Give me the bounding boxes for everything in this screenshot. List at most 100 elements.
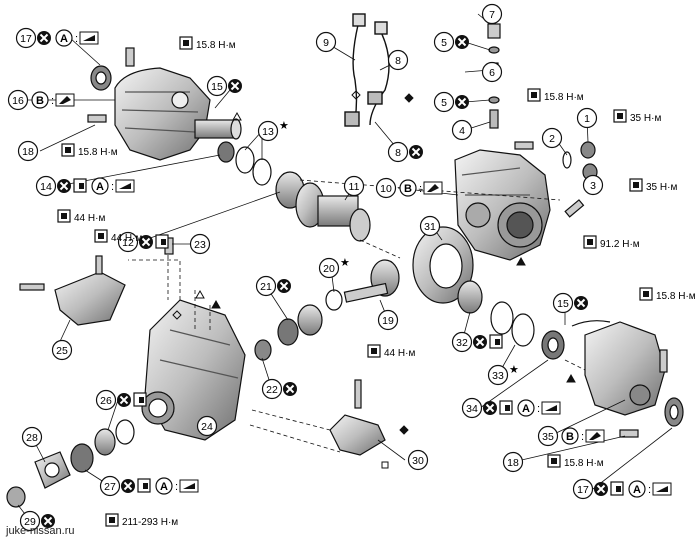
callout-number: 18 xyxy=(507,457,519,469)
svg-text:A: A xyxy=(522,403,530,415)
callout-number: 31 xyxy=(424,221,436,233)
gasket-2 xyxy=(562,151,572,169)
ring-26b xyxy=(115,419,135,445)
torque-wrench-icon xyxy=(527,88,541,102)
torque-wrench-icon xyxy=(629,178,643,192)
lubricant-B-icon: B: xyxy=(399,179,443,197)
svg-text::: : xyxy=(51,95,54,107)
replace-part-icon xyxy=(594,482,608,496)
callout-number: 15 xyxy=(211,81,223,93)
replace-part-icon xyxy=(277,279,291,293)
replace-part-icon xyxy=(473,335,487,349)
torque-spec-t-18-left: 15.8 Н·м xyxy=(61,143,118,158)
lubricant-A-icon: A: xyxy=(155,477,199,495)
bolts-top-left xyxy=(87,47,135,123)
parts-layer xyxy=(6,13,684,508)
callout-circle xyxy=(19,510,41,532)
callout-number: 3 xyxy=(590,180,596,192)
seal-14 xyxy=(217,141,235,163)
callout-circle xyxy=(257,120,279,142)
callout-circle xyxy=(51,339,73,361)
callout-circle xyxy=(99,475,121,497)
shim-33 xyxy=(490,301,514,335)
callout-circle xyxy=(433,91,455,113)
torque-spec-t-right-top: 15.8 Н·м xyxy=(639,287,696,302)
callout-circle xyxy=(343,175,365,197)
torque-spec-t-top-left: 15.8 Н·м xyxy=(179,36,236,51)
callout-circle xyxy=(537,425,559,447)
callout-number: 22 xyxy=(266,384,278,396)
bolt-right xyxy=(659,349,668,373)
callout-number: 20 xyxy=(323,263,335,275)
transfer-case-housing xyxy=(454,149,551,261)
callout-circle xyxy=(461,397,483,419)
lever-30 xyxy=(329,379,386,456)
callout-number: 5 xyxy=(441,37,447,49)
torque-spec-t-44b: 44 Н·м xyxy=(94,229,142,244)
torque-wrench-icon xyxy=(367,344,381,358)
callout-24: 24 xyxy=(196,415,218,437)
torque-value: 44 Н·м xyxy=(111,233,142,244)
replace-part-icon xyxy=(117,393,131,407)
callout-number: 11 xyxy=(349,181,360,193)
torque-wrench-icon xyxy=(583,235,597,249)
callout-circle xyxy=(582,174,604,196)
torque-spec-t-3: 35 Н·м xyxy=(629,178,677,193)
callout-circle xyxy=(387,141,409,163)
torque-value: 15.8 Н·м xyxy=(78,147,118,158)
callout-32: 32 xyxy=(451,331,503,353)
torque-spec-t-44a: 44 Н·м xyxy=(57,209,105,224)
callout-circle xyxy=(481,61,503,83)
callout-circle xyxy=(502,451,524,473)
adapter-case-right xyxy=(571,320,666,416)
svg-text::: : xyxy=(111,181,114,193)
ring-33b xyxy=(511,313,535,347)
callout-11: 11 xyxy=(343,175,365,197)
torque-wrench-icon xyxy=(94,229,108,243)
bearing-32 xyxy=(457,280,483,314)
callout-12: 12 xyxy=(117,231,169,253)
star-mark: ★ xyxy=(509,364,519,376)
mount-bracket-25 xyxy=(19,255,126,326)
callout-circle xyxy=(318,257,340,279)
callout-number: 27 xyxy=(104,481,116,493)
callout-number: 29 xyxy=(24,516,36,528)
callout-number: 13 xyxy=(262,126,274,138)
rear-cover-assembly xyxy=(114,67,242,161)
callout-number: 6 xyxy=(489,67,495,79)
callout-number: 14 xyxy=(40,181,52,193)
seal-21 xyxy=(277,318,299,346)
callout-circle xyxy=(117,231,139,253)
replace-part-icon xyxy=(41,514,55,528)
callout-circle xyxy=(419,215,441,237)
ring-13a xyxy=(235,146,255,174)
callout-circle xyxy=(407,449,429,471)
callout-number: 2 xyxy=(549,133,555,145)
callout-6: 6 xyxy=(481,61,503,83)
apply-oil-icon xyxy=(137,478,151,493)
torque-value: 35 Н·м xyxy=(646,182,677,193)
lubricant-A-icon: A: xyxy=(517,399,561,417)
callout-circle xyxy=(572,478,594,500)
torque-wrench-icon xyxy=(639,287,653,301)
pinion-gear-19 xyxy=(343,259,400,303)
svg-text:B: B xyxy=(566,431,574,443)
replace-part-icon xyxy=(283,382,297,396)
torque-spec-t-18-right: 15.8 Н·м xyxy=(547,454,604,469)
torque-wrench-icon xyxy=(613,109,627,123)
callout-number: 23 xyxy=(194,239,206,251)
apply-oil-icon xyxy=(73,178,87,193)
bolt-18-right xyxy=(619,429,639,438)
replace-part-icon xyxy=(483,401,497,415)
callout-31: 31 xyxy=(419,215,441,237)
torque-layer: 15.8 Н·м15.8 Н·м15.8 Н·м35 Н·м35 Н·м91.2… xyxy=(57,36,696,528)
star-mark: ★ xyxy=(340,257,350,269)
apply-oil-icon xyxy=(155,234,169,249)
